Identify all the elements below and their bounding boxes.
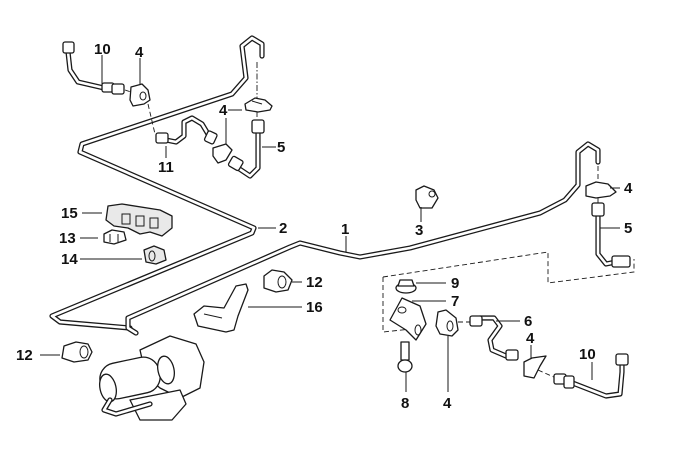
bolt-8[interactable] <box>397 341 413 373</box>
brake-pipe-6[interactable] <box>469 315 519 361</box>
callout-1-pipe[interactable]: 1 <box>341 221 349 238</box>
brake-pipe-1[interactable] <box>125 141 601 336</box>
callout-4-upper-clip[interactable]: 4 <box>219 102 228 119</box>
callout-16-holder[interactable]: 16 <box>306 299 323 316</box>
callout-4-right-clip[interactable]: 4 <box>624 180 633 197</box>
bracket-clip-4-right[interactable] <box>585 181 617 199</box>
abs-pump-unit <box>99 335 205 421</box>
callout-5-rear-hose[interactable]: 5 <box>624 220 632 237</box>
callout-12-center-clip[interactable]: 12 <box>306 274 323 291</box>
callout-3-clip[interactable]: 3 <box>415 222 423 239</box>
callout-8-bolt[interactable]: 8 <box>401 395 409 412</box>
callout-15-holder[interactable]: 15 <box>61 205 78 222</box>
bracket-7[interactable] <box>389 297 427 341</box>
brake-hose-10-rear[interactable] <box>553 353 629 399</box>
pipe-clip-12-left[interactable] <box>61 341 93 363</box>
leader-lines <box>40 55 620 392</box>
bracket-clip-4-lower[interactable] <box>435 309 459 337</box>
bracket-clip-4-mid[interactable] <box>212 143 233 164</box>
bracket-clip-4-upper[interactable] <box>244 97 273 113</box>
callout-6-pipe[interactable]: 6 <box>524 313 532 330</box>
brake-hose-5-front[interactable] <box>227 119 265 179</box>
pipe-clip-3[interactable] <box>415 185 439 209</box>
clip-14[interactable] <box>143 245 167 265</box>
pipe-holder-15[interactable] <box>105 203 173 237</box>
callout-13-clip[interactable]: 13 <box>59 230 76 247</box>
nut-9[interactable] <box>395 279 417 294</box>
callout-4-lower-clip[interactable]: 4 <box>443 395 452 412</box>
callout-9-nut[interactable]: 9 <box>451 275 459 292</box>
callout-5-front-hose[interactable]: 5 <box>277 139 285 156</box>
bracket-clip-4-rear[interactable] <box>523 355 547 379</box>
callout-10-front-hose[interactable]: 10 <box>94 41 111 58</box>
brake-hose-5-rear[interactable] <box>591 202 631 268</box>
callout-2-pipe[interactable]: 2 <box>279 220 287 237</box>
brake-pipe-2[interactable] <box>49 35 265 331</box>
clip-13[interactable] <box>103 229 127 245</box>
callout-14-clip[interactable]: 14 <box>61 251 78 268</box>
brake-pipe-11[interactable] <box>155 115 218 145</box>
brake-hose-10-front[interactable] <box>62 41 125 95</box>
assembly-boundary <box>382 251 635 284</box>
callout-10-rear-hose[interactable]: 10 <box>579 346 596 363</box>
callout-11-pipe[interactable]: 11 <box>158 159 174 176</box>
callout-4-top-clip[interactable]: 4 <box>135 44 144 61</box>
pipe-clip-12-center[interactable] <box>263 269 293 293</box>
callout-4-rear-clip[interactable]: 4 <box>526 330 535 347</box>
bracket-clip-4-top[interactable] <box>129 83 151 107</box>
callout-7-bracket[interactable]: 7 <box>451 293 459 310</box>
callout-12-left-clip[interactable]: 12 <box>16 347 33 364</box>
holder-16[interactable] <box>193 283 249 333</box>
